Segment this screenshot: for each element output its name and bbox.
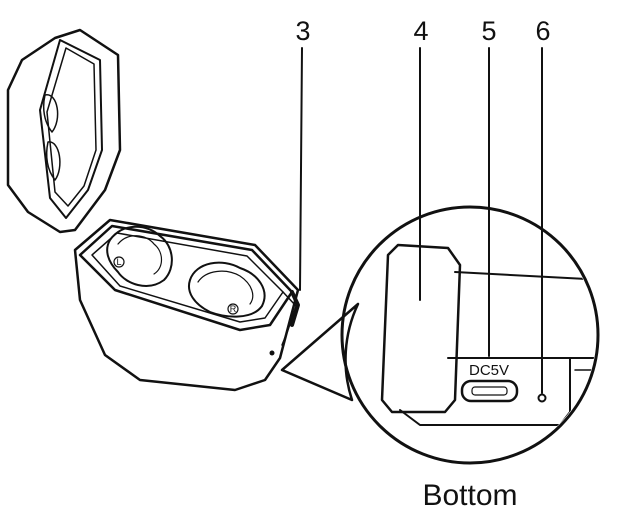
magnifier-pointer: [280, 302, 360, 402]
leader-lines: [299, 47, 543, 394]
left-side-mark: L: [116, 257, 121, 267]
callout-6: 6: [535, 16, 550, 46]
right-side-mark: R: [230, 304, 237, 314]
case-body: [73, 218, 300, 392]
right-earbud-cavity: R: [188, 261, 266, 318]
callout-4: 4: [413, 16, 428, 46]
bottom-view-inset: DC5V: [340, 205, 600, 465]
leader-line-3: [299, 47, 303, 291]
indicator-hole: [537, 393, 547, 403]
inset-caption: Bottom: [422, 479, 517, 512]
left-earbud-cavity: L: [106, 225, 173, 287]
callout-3: 3: [295, 16, 310, 46]
port-cover-flap: [380, 243, 462, 414]
port-label: DC5V: [469, 362, 509, 379]
callout-5: 5: [481, 16, 496, 46]
case-lid: [6, 28, 122, 234]
dc5v-usb-port: [460, 379, 519, 403]
